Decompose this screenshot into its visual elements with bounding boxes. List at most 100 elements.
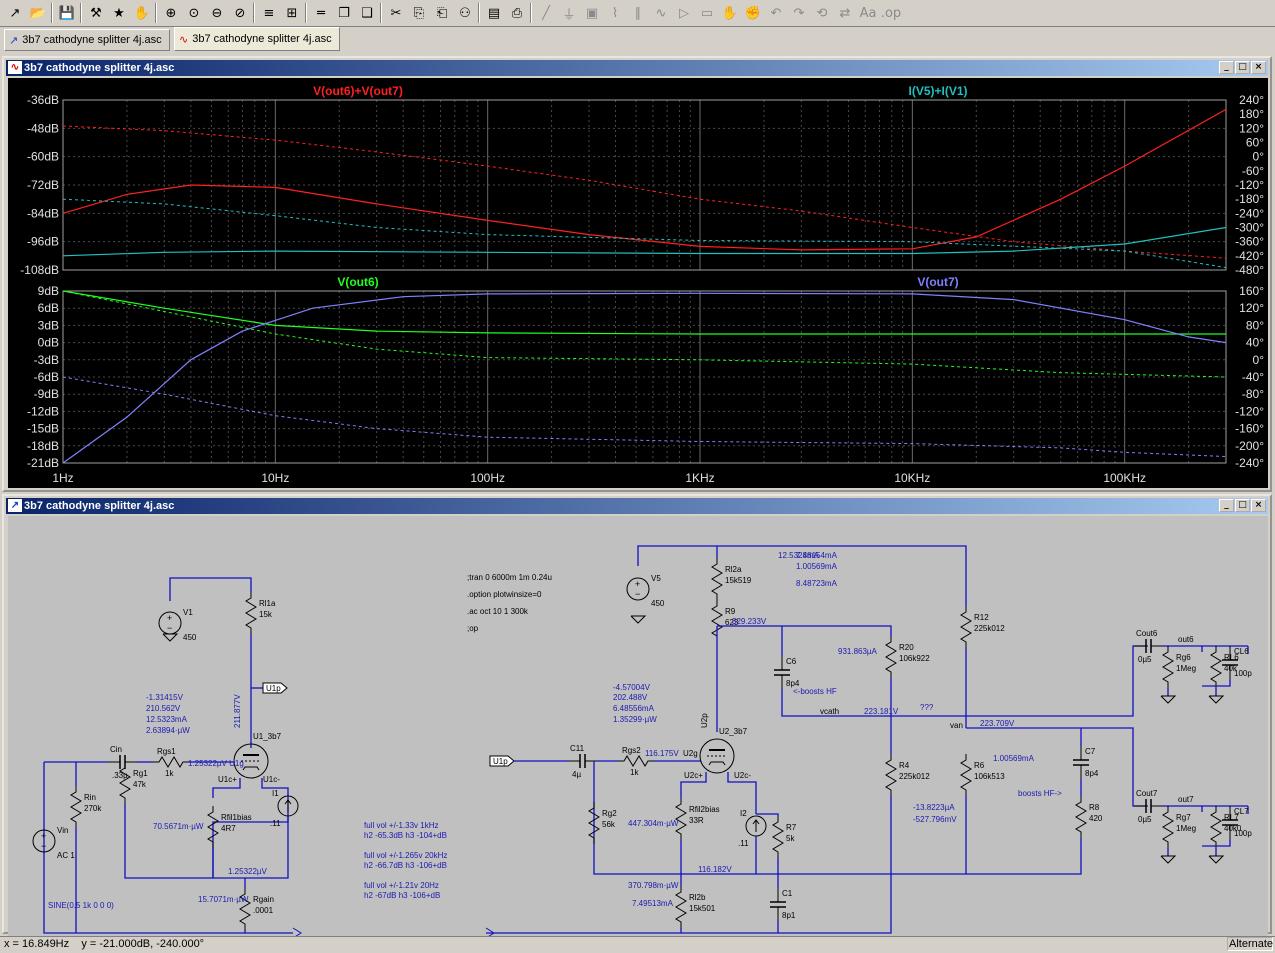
print-setup-icon[interactable]: ▤ (487, 5, 501, 21)
paste-icon[interactable]: ⎗ (436, 5, 448, 21)
bode-plot-svg[interactable]: -36dB-48dB-60dB-72dB-84dB-96dB-108dB240°… (8, 78, 1268, 488)
wire (169, 577, 252, 601)
drag-icon[interactable]: ✊ (744, 5, 762, 21)
resistor-symbol (207, 806, 219, 848)
waveform-window-titlebar[interactable]: ∿ 3b7 cathodyne splitter 4j.asc _ □ × (6, 60, 1268, 76)
schematic-svg[interactable]: +−V1450Rl1a15k211.877VU1pU1_3b7-1.31415V… (8, 516, 1268, 948)
cascade-icon[interactable]: ❐ (338, 5, 350, 21)
save-icon[interactable]: 💾 (58, 5, 76, 21)
rotate-icon[interactable]: ⟲ (816, 5, 828, 21)
component-ref: Cout6 (1136, 629, 1158, 638)
find-icon[interactable]: ⚇ (459, 5, 471, 21)
wire-icon[interactable]: ╱ (542, 5, 550, 21)
y-tick-label: 3dB (38, 318, 59, 332)
open-icon[interactable]: 📂 (29, 5, 47, 21)
mirror-icon[interactable]: ⇄ (839, 5, 851, 21)
zoom-out-icon[interactable]: ⊖ (211, 5, 223, 21)
y-tick-label: 6dB (38, 301, 59, 315)
label-net-icon[interactable]: ▣ (585, 5, 599, 21)
component-value: 0µ5 (1138, 815, 1152, 824)
component-value: 15k501 (689, 904, 716, 913)
component-value: 100p (1234, 829, 1252, 838)
tab-waveform[interactable]: ∿ 3b7 cathodyne splitter 4j.asc (174, 27, 340, 51)
diode-icon[interactable]: ▷ (679, 5, 689, 21)
zoom-cancel-icon[interactable]: ⊘ (234, 5, 246, 21)
resistor-symbol (119, 762, 131, 804)
op-voltage: 1.25322µV U1g (188, 759, 244, 768)
component-value: 1k (165, 769, 174, 778)
tile-horizontal-icon[interactable]: ═ (317, 5, 325, 21)
component-value: 225k012 (899, 772, 930, 781)
resistor-symbol (885, 754, 897, 796)
resistor-symbol (1162, 806, 1174, 848)
undo-icon[interactable]: ↶ (770, 5, 782, 21)
distortion-note: full vol +/-1.33v 1kHz (364, 821, 438, 830)
component-ref: R6 (974, 761, 985, 770)
tab-schematic[interactable]: ↗ 3b7 cathodyne splitter 4j.asc (4, 29, 170, 51)
y2-tick-label: 80° (1246, 318, 1264, 332)
new-schematic-icon[interactable]: ↗ (9, 5, 21, 21)
maximize-button[interactable]: □ (1235, 499, 1250, 512)
y2-tick-label: -300° (1235, 221, 1264, 235)
resistor-symbol (245, 592, 257, 634)
maximize-button[interactable]: □ (1235, 61, 1250, 74)
component-value: .0001 (253, 906, 274, 915)
y2-tick-label: -40° (1242, 370, 1264, 384)
y-tick-label: -108dB (20, 263, 59, 277)
y2-tick-label: 0° (1253, 150, 1265, 164)
y2-tick-label: -180° (1235, 192, 1264, 206)
net-label-text: vcath (820, 707, 839, 716)
text-icon[interactable]: Aa (859, 5, 877, 21)
op-current: -527.796mV (913, 815, 957, 824)
run-icon[interactable]: ★ (113, 5, 125, 21)
close-button[interactable]: × (1251, 61, 1266, 74)
y2-tick-label: -80° (1242, 387, 1264, 401)
print-icon[interactable]: ⎙ (511, 5, 523, 21)
spice-directive: ;op (467, 624, 479, 633)
inductor-icon[interactable]: ∿ (655, 5, 667, 21)
spice-directive: .ac oct 10 1 300k (467, 607, 529, 616)
schematic-window-titlebar[interactable]: ↗ 3b7 cathodyne splitter 4j.asc _ □ × (6, 498, 1268, 514)
component-icon[interactable]: ▭ (700, 5, 714, 21)
grid-icon[interactable]: ⊞ (286, 5, 298, 21)
capacitor-icon[interactable]: ∥ (634, 5, 642, 21)
component-ref: C11 (570, 744, 585, 753)
pan-icon[interactable]: ✋ (133, 5, 151, 21)
op-voltage: 116.175V (645, 749, 679, 758)
y2-tick-label: -420° (1235, 249, 1264, 263)
resistor-icon[interactable]: ⌇ (611, 5, 619, 21)
close-button[interactable]: × (1251, 499, 1266, 512)
op-power: 15.7071m·µW (198, 895, 249, 904)
spice-directive-icon[interactable]: .op (880, 5, 902, 21)
y-tick-label: -12dB (27, 404, 59, 418)
redo-icon[interactable]: ↷ (793, 5, 805, 21)
minimize-button[interactable]: _ (1219, 61, 1234, 74)
y-tick-label: -96dB (27, 235, 59, 249)
net-label-flag (262, 682, 288, 694)
component-ref: Rfil1bias (221, 813, 252, 822)
triode-cathode (242, 766, 260, 771)
wire (43, 762, 293, 934)
component-value: 1Meg (1176, 824, 1196, 833)
net-label-text: U2g (683, 749, 698, 758)
ground-symbol (1208, 695, 1225, 704)
zoom-in-icon[interactable]: ⊕ (165, 5, 177, 21)
copy-icon[interactable]: ⎘ (413, 5, 425, 21)
move-icon[interactable]: ✋ (721, 5, 739, 21)
net-label-text: U1c- (263, 775, 280, 784)
component-value: 8p4 (786, 679, 800, 688)
legend-label: I(V5)+I(V1) (908, 84, 967, 98)
minimize-button[interactable]: _ (1219, 499, 1234, 512)
component-value: 450 (183, 633, 197, 642)
y-tick-label: 0dB (38, 336, 59, 350)
zoom-fit-icon[interactable]: ⊙ (188, 5, 200, 21)
ground-icon[interactable]: ⏚ (562, 7, 576, 23)
cut-icon[interactable]: ✂ (390, 5, 402, 21)
autorange-icon[interactable]: ≡ (263, 5, 275, 21)
tile-vertical-icon[interactable]: ❑ (361, 5, 373, 21)
component-value: 420 (1089, 814, 1103, 823)
spice-directive: .option plotwinsize=0 (467, 590, 542, 599)
hammer-icon[interactable]: ⚒ (90, 5, 102, 21)
